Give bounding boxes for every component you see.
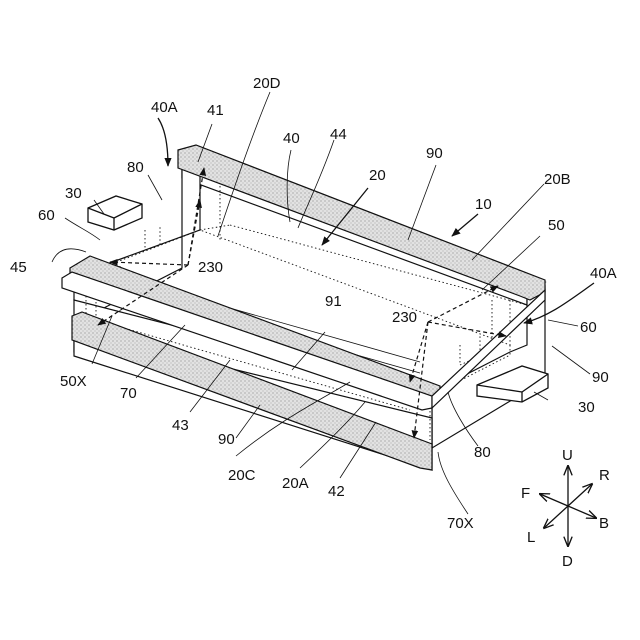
- label-10: 10: [475, 196, 492, 213]
- label-80-right: 80: [474, 444, 491, 461]
- compass-left: L: [527, 529, 535, 546]
- label-60-right: 60: [580, 319, 597, 336]
- compass-up: U: [562, 447, 573, 464]
- compass-back: B: [599, 515, 609, 532]
- label-20D: 20D: [253, 75, 281, 92]
- label-20: 20: [369, 167, 386, 184]
- compass-down: D: [562, 553, 573, 570]
- label-40A-right: 40A: [590, 265, 617, 282]
- label-90-right: 90: [592, 369, 609, 386]
- label-70X: 70X: [447, 515, 474, 532]
- label-50X: 50X: [60, 373, 87, 390]
- label-40A-left: 40A: [151, 99, 178, 116]
- label-60-left: 60: [38, 207, 55, 224]
- label-40: 40: [283, 130, 300, 147]
- lead-left: [88, 196, 142, 230]
- label-43: 43: [172, 417, 189, 434]
- label-41: 41: [207, 102, 224, 119]
- label-20C: 20C: [228, 467, 256, 484]
- label-44: 44: [330, 126, 347, 143]
- compass-front: F: [521, 485, 530, 502]
- direction-compass: U D F B L R: [521, 447, 610, 570]
- label-91: 91: [325, 293, 342, 310]
- label-230-left: 230: [198, 259, 223, 276]
- label-20B: 20B: [544, 171, 571, 188]
- label-30-left: 30: [65, 185, 82, 202]
- compass-right: R: [599, 467, 610, 484]
- label-42: 42: [328, 483, 345, 500]
- label-80-left: 80: [127, 159, 144, 176]
- label-45: 45: [10, 259, 27, 276]
- tape-top-back: [178, 145, 545, 300]
- label-230-right: 230: [392, 309, 417, 326]
- label-20A: 20A: [282, 475, 309, 492]
- label-30-right: 30: [578, 399, 595, 416]
- label-70: 70: [120, 385, 137, 402]
- label-90-bottom: 90: [218, 431, 235, 448]
- label-50: 50: [548, 217, 565, 234]
- label-90-top: 90: [426, 145, 443, 162]
